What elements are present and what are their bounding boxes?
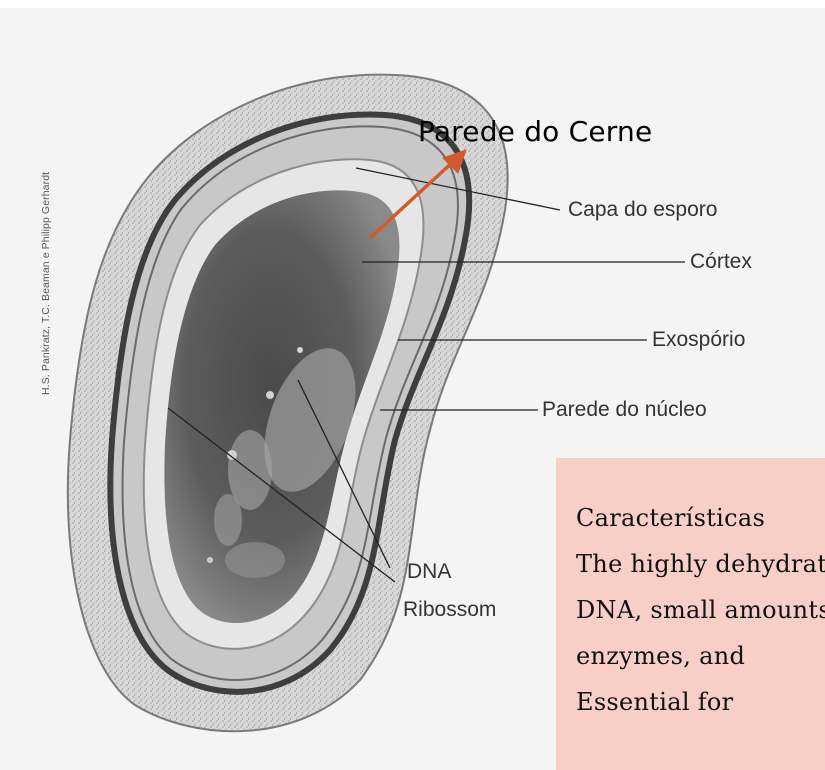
label-capa-do-esporo: Capa do esporo — [568, 198, 717, 222]
textbox-line-5: Essential for — [576, 688, 733, 716]
info-textbox: Características The highly dehydrated DN… — [556, 458, 825, 770]
label-parede-do-nucleo: Parede do núcleo — [542, 398, 707, 422]
textbox-line-2: The highly dehydrated — [576, 550, 825, 578]
annotation-parede-do-cerne: Parede do Cerne — [418, 115, 652, 148]
textbox-line-1: Características — [576, 504, 765, 532]
label-exosporio: Exospório — [652, 328, 745, 352]
image-credit: H.S. Pankratz, T.C. Beaman e Philipp Ger… — [40, 172, 52, 395]
label-dna: DNA — [407, 560, 451, 584]
textbox-line-3: DNA, small amounts of — [576, 596, 825, 624]
textbox-line-4: enzymes, and — [576, 642, 745, 670]
label-ribossomos: Ribossom — [403, 598, 496, 622]
label-cortex: Córtex — [690, 250, 752, 274]
